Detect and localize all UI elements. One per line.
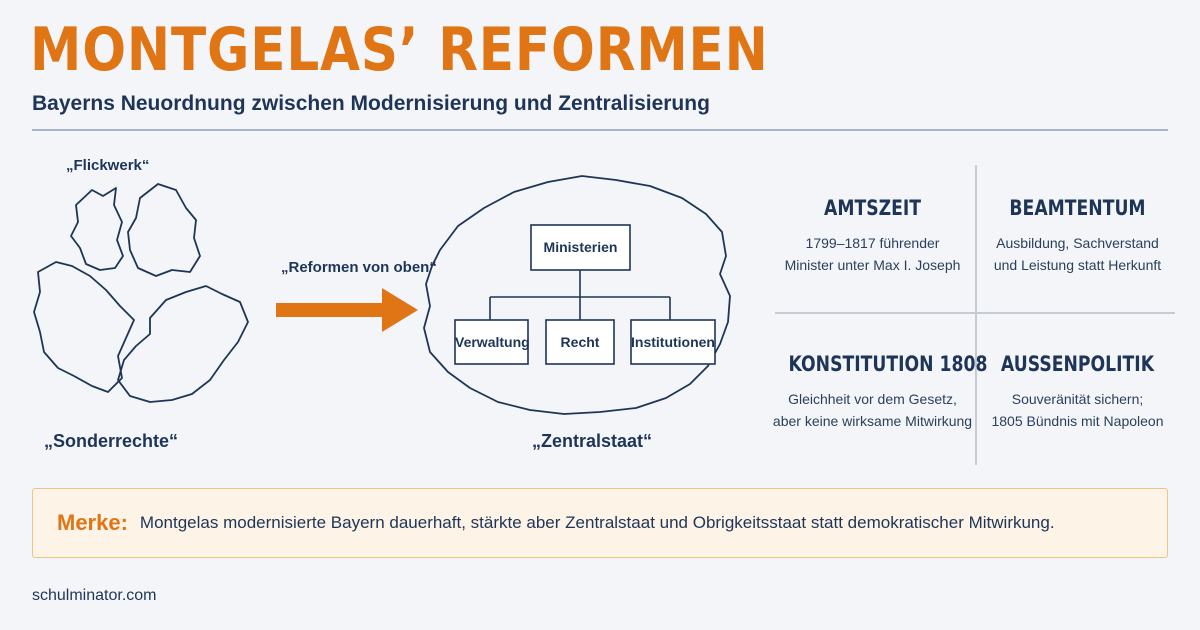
note-box: Merke: Montgelas modernisierte Bayern da… <box>32 488 1168 558</box>
facts-divider-vertical <box>975 165 977 465</box>
box-recht <box>545 319 615 365</box>
fact-line: Souveränität sichern; <box>1011 391 1144 407</box>
fact-title: KONSTITUTION 1808 <box>788 352 988 376</box>
central-state-label: „Zentralstaat“ <box>532 431 653 451</box>
fact-line: 1805 Bündnis mit Napoleon <box>991 413 1164 429</box>
fact-title: BEAMTENTUM <box>1009 196 1146 220</box>
special-rights-label: „Sonderrechte“ <box>44 431 179 451</box>
page-subtitle: Bayerns Neuordnung zwischen Modernisieru… <box>32 92 710 115</box>
central-state-outline <box>423 175 731 415</box>
territory-shape-1 <box>70 187 124 271</box>
fact-title: AMTSZEIT <box>823 196 922 220</box>
facts-grid: AMTSZEIT 1799–1817 führender Minister un… <box>770 160 1180 470</box>
arrow-label: „Reformen von oben“ <box>281 259 437 276</box>
org-top-label: Ministerien <box>543 239 618 255</box>
footer-site: schulminator.com <box>32 587 157 604</box>
fact-line: und Leistung statt Herkunft <box>993 257 1162 273</box>
territory-shape-3 <box>33 261 135 393</box>
box-institutionen <box>630 319 716 365</box>
org-chart <box>454 224 716 365</box>
fact-line: aber keine wirksame Mitwirkung <box>772 413 973 429</box>
org-child-label-recht: Recht <box>560 334 600 350</box>
territory-shape-2 <box>127 183 201 277</box>
patchwork-territories <box>33 183 249 403</box>
box-verwaltung <box>454 319 529 365</box>
page-title: MONTGELAS’ REFORMEN <box>30 15 769 85</box>
territory-shape-4 <box>117 285 249 403</box>
header-divider <box>32 129 1168 131</box>
fact-beamtentum: BEAMTENTUM Ausbildung, Sachverstand und … <box>975 196 1180 276</box>
fact-aussenpolitik: AUSSENPOLITIK Souveränität sichern; 1805… <box>975 352 1180 432</box>
fact-konstitution: KONSTITUTION 1808 Gleichheit vor dem Ges… <box>770 352 988 432</box>
fact-line: Gleichheit vor dem Gesetz, <box>788 391 957 407</box>
facts-divider-horizontal <box>775 312 1175 314</box>
fact-amtszeit: AMTSZEIT 1799–1817 führender Minister un… <box>770 196 975 276</box>
note-label: Merke: <box>57 510 128 535</box>
fact-line: Ausbildung, Sachverstand <box>996 235 1159 251</box>
org-child-label-institutionen: Institutionen <box>631 334 715 350</box>
box-ministerien <box>530 224 631 271</box>
note-text: Montgelas modernisierte Bayern dauerhaft… <box>139 513 1055 532</box>
org-child-label-verwaltung: Verwaltung <box>455 334 530 350</box>
reform-arrow <box>276 288 418 332</box>
fact-title: AUSSENPOLITIK <box>1000 352 1155 376</box>
fact-line: 1799–1817 führender <box>805 235 940 251</box>
fact-line: Minister unter Max I. Joseph <box>784 257 961 273</box>
patchwork-label: „Flickwerk“ <box>66 157 150 174</box>
